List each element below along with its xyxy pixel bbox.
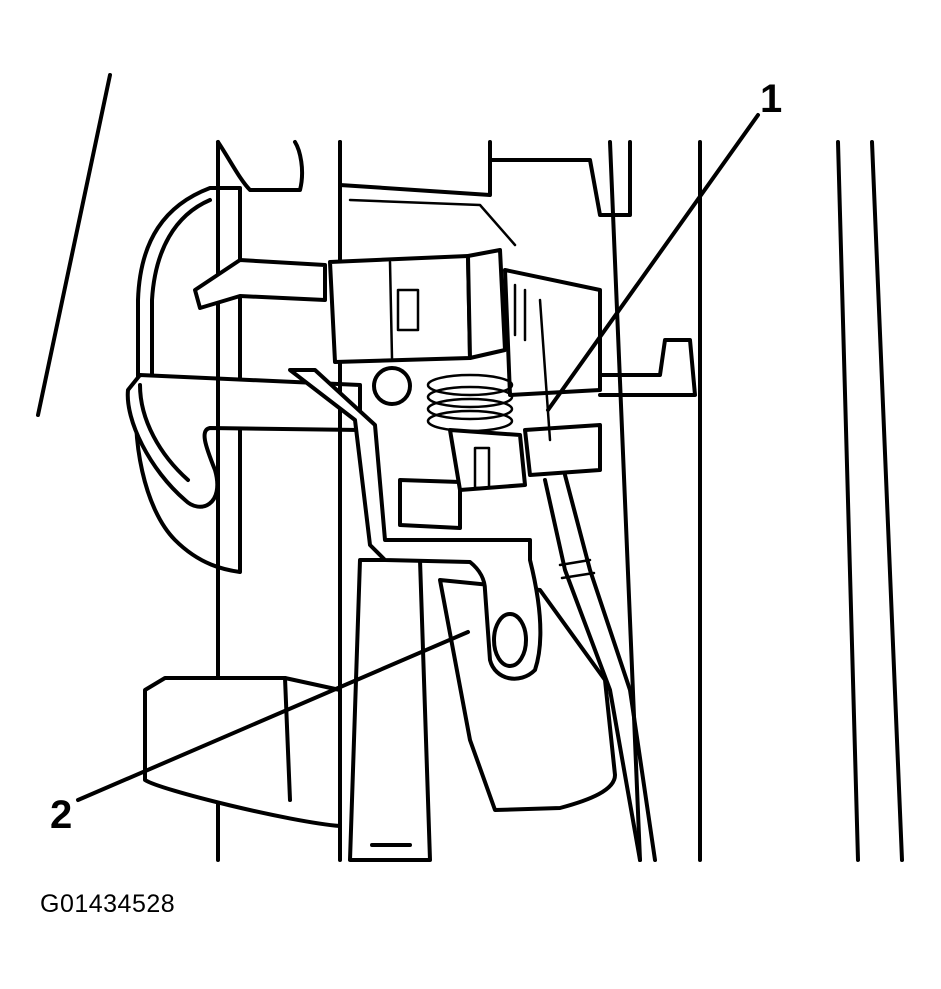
- top-inner-edge: [348, 198, 517, 247]
- figure-id-label: G01434528: [40, 890, 176, 918]
- spring-coils-upper: [503, 273, 527, 342]
- switch-connector-body: [328, 254, 472, 364]
- right-edge-line-outer: [870, 140, 904, 862]
- right-fastener: [598, 338, 697, 397]
- cable-clamp: [523, 423, 602, 477]
- bracket-hole: [492, 612, 528, 668]
- top-right-frame: [488, 140, 632, 217]
- switch-bracket-tab: [193, 258, 327, 310]
- pedal-arm: [348, 558, 432, 862]
- switch-plunger-housing: [398, 478, 462, 530]
- right-column-edge: [608, 140, 642, 862]
- cable-outer-right: [563, 473, 657, 862]
- lower-left-block-edge: [283, 676, 292, 802]
- callout-2-leader: [76, 630, 470, 802]
- left-housing-contour: [150, 198, 212, 377]
- cable-outer-left: [543, 478, 642, 862]
- right-edge-line-inner: [836, 140, 860, 862]
- switch-wire: [538, 298, 552, 442]
- left-edge-line: [36, 73, 112, 417]
- callout-1-label: 1: [760, 77, 782, 121]
- connector-divider: [388, 260, 394, 360]
- callout-1-leader: [546, 113, 760, 412]
- connector-side-face: [466, 248, 507, 360]
- cable-ferrule: [558, 558, 596, 580]
- lower-right-wedge: [438, 578, 617, 812]
- return-spring: [426, 373, 514, 433]
- top-left-notch: [216, 140, 305, 192]
- connector-latch: [396, 288, 420, 332]
- switch-clip: [448, 428, 527, 492]
- switch-pin: [473, 446, 491, 490]
- callout-2-label: 2: [50, 793, 72, 837]
- left-hook-arm: [125, 373, 362, 509]
- top-center-frame: [338, 140, 492, 197]
- hook-arm-inner-line: [138, 383, 190, 482]
- pivot-boss: [372, 366, 412, 406]
- switch-mount-plate: [503, 268, 602, 397]
